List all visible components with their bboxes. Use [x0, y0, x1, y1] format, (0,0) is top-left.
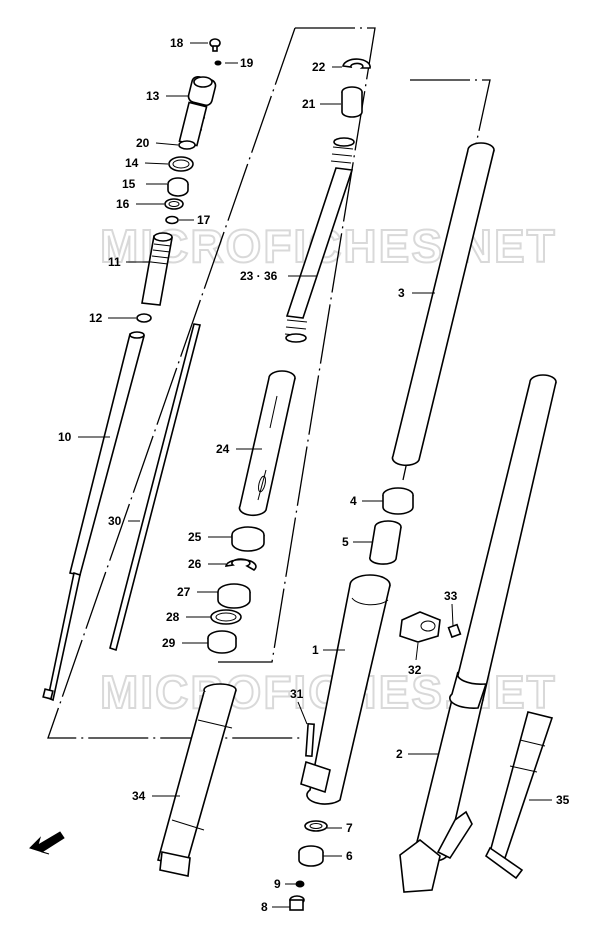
label-30: 30: [108, 514, 122, 528]
part-27-seal[interactable]: [217, 583, 251, 609]
label-2: 2: [396, 747, 403, 761]
part-5-bushing[interactable]: [369, 520, 402, 565]
label-34: 34: [132, 789, 146, 803]
label-1: 1: [312, 643, 319, 657]
part-32-clamp[interactable]: [399, 611, 441, 643]
label-13: 13: [146, 89, 160, 103]
part-35-guard-right[interactable]: [484, 711, 554, 880]
label-17: 17: [197, 213, 211, 227]
part-18-bolt[interactable]: [209, 38, 221, 52]
part-14-seal-ring[interactable]: [168, 156, 194, 172]
part-29-bushing[interactable]: [207, 630, 237, 654]
part-26-clip[interactable]: [225, 558, 257, 571]
label-27: 27: [177, 585, 191, 599]
part-4-bushing[interactable]: [382, 487, 414, 515]
label-21: 21: [302, 97, 316, 111]
part-28-ring[interactable]: [210, 609, 242, 625]
label-18: 18: [170, 36, 184, 50]
part-6-cap[interactable]: [298, 845, 324, 867]
label-4: 4: [350, 494, 357, 508]
label-12: 12: [89, 311, 103, 325]
label-24: 24: [216, 442, 230, 456]
part-19-o-ring[interactable]: [214, 60, 222, 66]
label-33: 33: [444, 589, 458, 603]
part-25-seal[interactable]: [231, 526, 265, 552]
label-7: 7: [346, 821, 353, 835]
label-29: 29: [162, 636, 176, 650]
part-9-washer[interactable]: [295, 880, 305, 888]
part-17-washer[interactable]: [165, 215, 179, 225]
label-23-36: 23 · 36: [240, 269, 278, 283]
part-2-outer-tube-right[interactable]: [399, 374, 557, 893]
label-10: 10: [58, 430, 72, 444]
part-13-fork-cap[interactable]: [178, 75, 217, 147]
label-9: 9: [274, 877, 281, 891]
part-21-cap[interactable]: [341, 86, 363, 118]
part-33-bolt[interactable]: [447, 623, 462, 639]
part-1-outer-tube-left[interactable]: [300, 574, 391, 805]
label-6: 6: [346, 849, 353, 863]
label-22: 22: [312, 60, 326, 74]
front-direction-arrow-icon: [29, 831, 65, 855]
label-20: 20: [136, 136, 150, 150]
label-15: 15: [122, 177, 136, 191]
part-11-piston[interactable]: [141, 232, 173, 306]
part-20-o-ring[interactable]: [178, 140, 196, 150]
label-31: 31: [290, 687, 304, 701]
part-number-labels: 18 19 13 20 14 15 16 17 11 12 10 30 22 2…: [58, 36, 570, 914]
part-34-guard-left[interactable]: [157, 683, 237, 877]
leader-lines: [78, 42, 552, 908]
part-3-inner-tube[interactable]: [391, 142, 495, 467]
part-12-ring[interactable]: [136, 313, 152, 323]
label-5: 5: [342, 535, 349, 549]
label-8: 8: [261, 900, 268, 914]
part-23-36-spring[interactable]: [284, 137, 355, 343]
label-14: 14: [125, 156, 139, 170]
label-19: 19: [240, 56, 254, 70]
part-16-washer[interactable]: [164, 198, 184, 210]
part-31-bolt[interactable]: [305, 722, 315, 758]
label-26: 26: [188, 557, 202, 571]
label-11: 11: [108, 255, 121, 269]
part-10-damper-rod[interactable]: [42, 331, 146, 702]
part-15-collar[interactable]: [167, 177, 189, 197]
part-7-seal[interactable]: [304, 820, 328, 832]
part-24-cylinder[interactable]: [238, 370, 296, 517]
label-35: 35: [556, 793, 570, 807]
label-25: 25: [188, 530, 202, 544]
part-30-rod[interactable]: [109, 323, 201, 652]
label-16: 16: [116, 197, 130, 211]
label-28: 28: [166, 610, 180, 624]
part-22-clip[interactable]: [342, 58, 371, 69]
part-8-drain-bolt[interactable]: [289, 895, 305, 911]
label-32: 32: [408, 663, 422, 677]
label-3: 3: [398, 286, 405, 300]
